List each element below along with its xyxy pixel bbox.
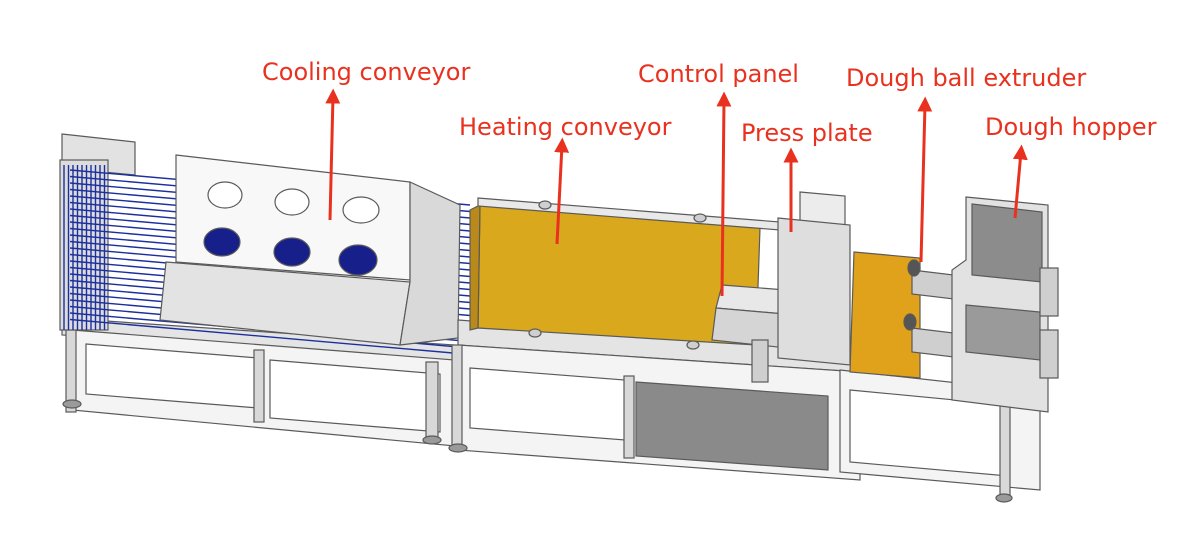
heating-bolt	[528, 328, 542, 338]
hopper-motor	[1039, 267, 1059, 317]
control-panel-post	[751, 339, 769, 383]
label-heating-conveyor: Heating conveyor	[459, 113, 672, 141]
callout-arrows	[325, 88, 1028, 297]
arrow-control-panel	[716, 91, 732, 297]
hopper-motor	[1039, 329, 1059, 379]
press-foot	[995, 493, 1013, 503]
hood-vent-hole	[274, 188, 310, 216]
heating-foot	[448, 443, 468, 453]
heating-belt-edge	[469, 204, 481, 331]
hood-side	[399, 181, 461, 346]
heating-leg	[623, 375, 635, 459]
hood-vent-hole-dark	[273, 237, 311, 267]
press-belt-surface	[849, 251, 921, 379]
label-cooling-conveyor: Cooling conveyor	[262, 58, 471, 86]
hood-vent-hole-dark	[338, 244, 378, 276]
press-leg	[999, 394, 1011, 496]
extruder-outlet	[903, 313, 917, 331]
heating-frame-window	[469, 367, 626, 441]
extruder-outlet	[907, 259, 921, 277]
heating-bolt	[686, 340, 700, 350]
label-control-panel: Control panel	[638, 60, 799, 88]
hopper-inner-dark	[965, 304, 1041, 361]
arrow-cooling-conveyor	[325, 88, 341, 221]
hood-vent-hole	[207, 181, 243, 209]
heating-conveyor-unit	[448, 197, 861, 481]
cooling-foot	[62, 399, 82, 409]
press-plate-base	[777, 217, 851, 366]
cooling-leg	[253, 349, 265, 423]
heating-frame-dark-panel	[635, 381, 829, 471]
label-press-plate: Press plate	[741, 119, 873, 147]
cooling-hood	[159, 154, 461, 346]
arrow-dough-hopper	[1012, 144, 1028, 219]
hopper-inner-dark	[971, 203, 1043, 283]
arrow-dough-ball-extruder	[917, 96, 933, 263]
press-extruder-unit	[777, 191, 1059, 503]
heating-bolt	[538, 200, 552, 210]
label-dough-ball-extruder: Dough ball extruder	[846, 64, 1087, 92]
cooling-foot	[422, 435, 442, 445]
heating-leg	[451, 344, 463, 451]
hood-vent-hole	[342, 196, 380, 224]
cooling-leg	[425, 361, 439, 443]
label-dough-hopper: Dough hopper	[985, 113, 1157, 141]
arrow-heating-conveyor	[554, 137, 570, 245]
heating-bolt	[693, 213, 707, 223]
hood-vent-hole-dark	[203, 227, 241, 257]
cooling-belt-line	[69, 318, 471, 356]
cooling-frame-window-right	[269, 359, 441, 433]
cooling-conveyor-unit	[59, 133, 456, 447]
